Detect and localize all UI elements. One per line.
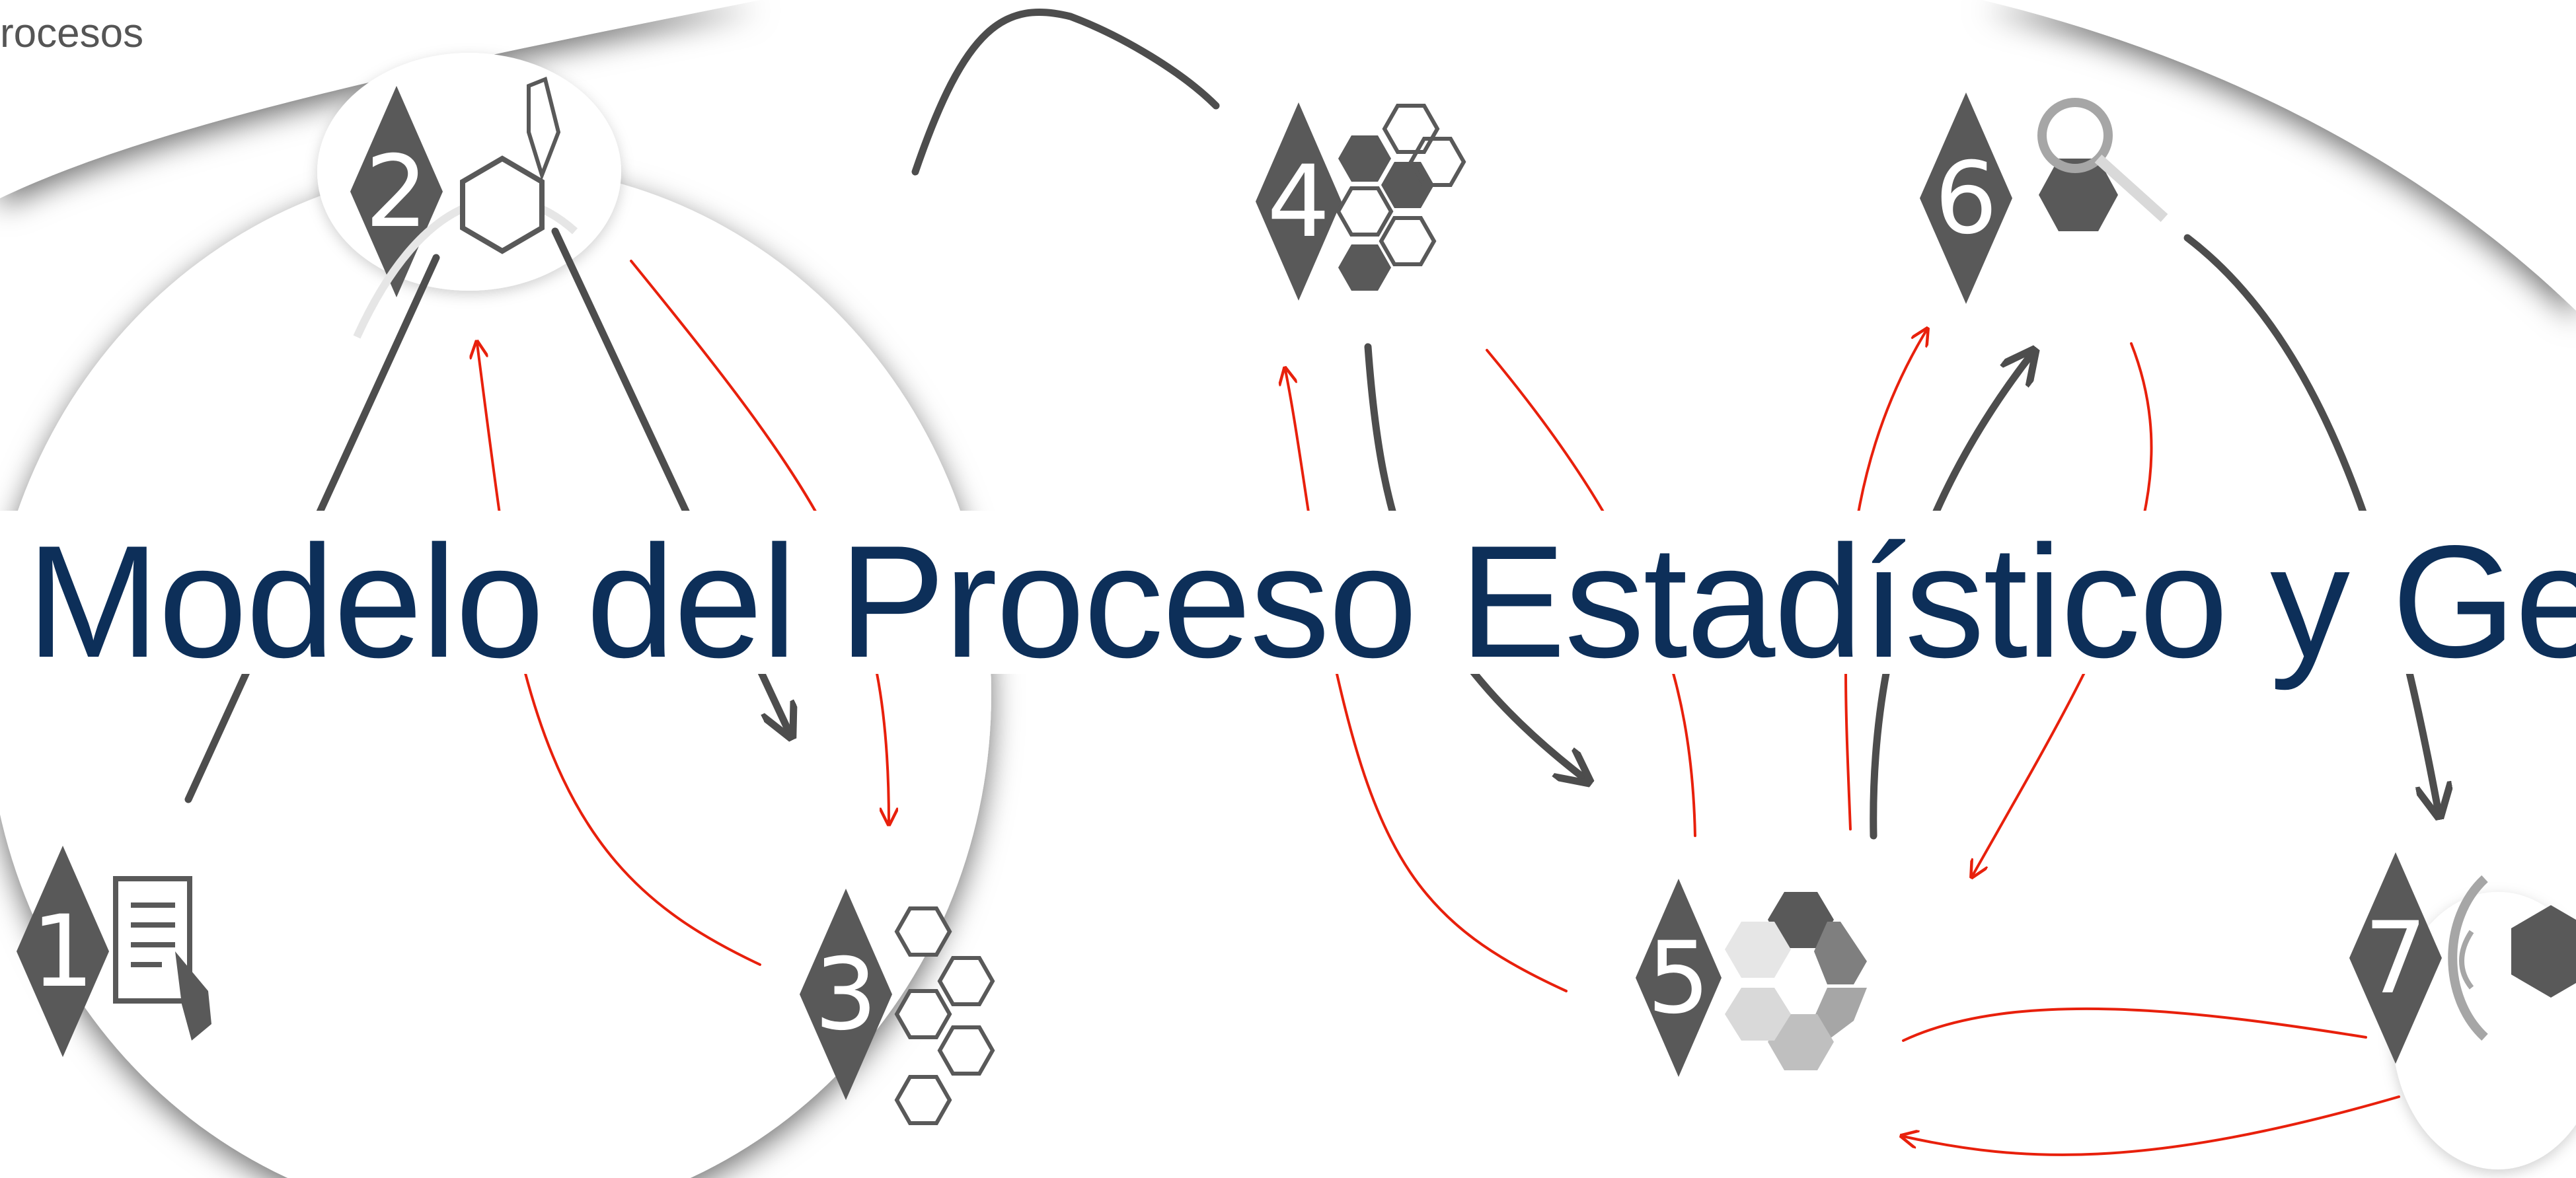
- hexagon-cluster-icon: [894, 906, 995, 1125]
- phase-4[interactable]: 4: [1256, 102, 1466, 301]
- phase-number: 3: [814, 938, 877, 1052]
- corner-label: rocesos: [0, 11, 144, 56]
- background-swoosh: [0, 0, 760, 198]
- pen-hexagon-icon: [353, 76, 578, 339]
- page-title: Modelo del Proceso Estadístico y Ge: [26, 513, 2576, 691]
- phase-1[interactable]: 1: [17, 846, 211, 1057]
- phase-diamond: [1636, 879, 1722, 1077]
- arrow-6-to-7: [2183, 234, 2439, 813]
- title-band: [0, 511, 2576, 674]
- phase-6[interactable]: 6: [1920, 92, 2168, 304]
- phase-number: 5: [1647, 921, 1710, 1036]
- phase-diamond: [800, 889, 892, 1100]
- phase-number: 7: [2364, 901, 2427, 1016]
- background-swoosh: [1983, 0, 2576, 311]
- feedback-5-to-4: [1285, 370, 1568, 992]
- phase-number: 1: [31, 895, 94, 1010]
- honeycomb-icon: [1336, 104, 1466, 291]
- feedback-7-to-5: [1903, 1095, 2400, 1156]
- arrow-top-curve: [911, 9, 1220, 176]
- phase-diamond: [17, 846, 109, 1057]
- phase-number: 4: [1267, 145, 1330, 260]
- broadcast-hexagon-icon: [2448, 875, 2576, 1041]
- phase-number: 6: [1934, 141, 1997, 256]
- feedback-5-to-7: [1902, 1007, 2367, 1042]
- magnifier-hexagon-icon: [2037, 98, 2168, 231]
- phase-number: 2: [365, 135, 428, 250]
- phase-3[interactable]: 3: [800, 889, 995, 1125]
- phase-diamond: [1256, 102, 1342, 301]
- phase-7[interactable]: 7: [2349, 852, 2576, 1064]
- phase-5[interactable]: 5: [1636, 879, 1867, 1077]
- phase-2[interactable]: 2: [350, 76, 578, 339]
- document-hand-icon: [113, 876, 211, 1041]
- phase-diamond: [2349, 852, 2442, 1064]
- phase-diamond: [1920, 92, 2012, 304]
- hexagon-ring-icon: [1725, 892, 1867, 1070]
